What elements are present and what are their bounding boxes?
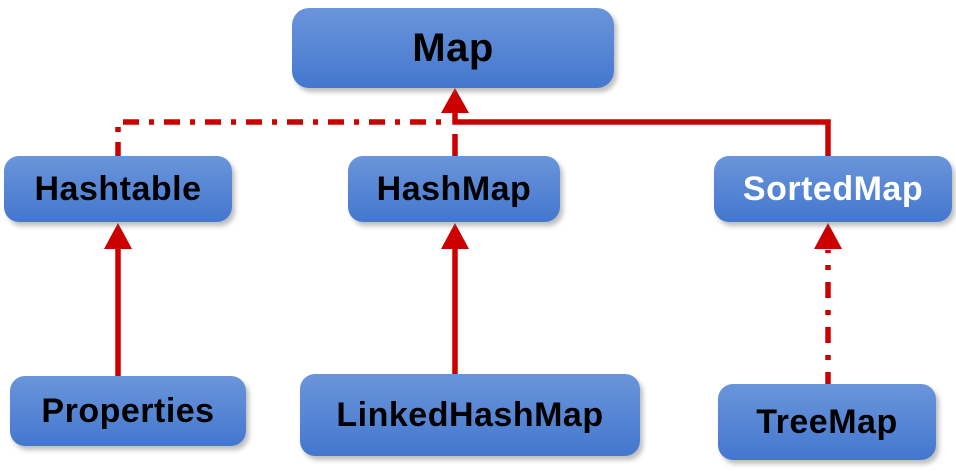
node-hashmap-label: HashMap <box>376 169 532 208</box>
node-properties: Properties <box>10 376 246 446</box>
node-linkedhashmap-label: LinkedHashMap <box>336 395 604 434</box>
edge-hashtable-to-map-dashdot <box>115 119 442 158</box>
node-map-label: Map <box>412 25 494 70</box>
arrowhead-into-sortedmap <box>814 223 842 249</box>
node-sortedmap: SortedMap <box>714 156 952 222</box>
arrowhead-into-hashtable <box>104 223 132 249</box>
node-hashtable: Hashtable <box>4 156 232 222</box>
node-sortedmap-label: SortedMap <box>742 169 924 208</box>
node-hashmap: HashMap <box>348 156 560 222</box>
node-treemap: TreeMap <box>718 384 936 460</box>
node-linkedhashmap: LinkedHashMap <box>300 374 640 456</box>
node-hashtable-label: Hashtable <box>34 169 202 208</box>
node-properties-label: Properties <box>41 391 215 430</box>
node-treemap-label: TreeMap <box>756 402 898 441</box>
edge-sortedmap-to-map-solid <box>452 108 831 158</box>
arrowhead-into-hashmap <box>441 223 469 249</box>
arrowhead-into-map <box>441 88 469 113</box>
node-map: Map <box>292 8 614 88</box>
